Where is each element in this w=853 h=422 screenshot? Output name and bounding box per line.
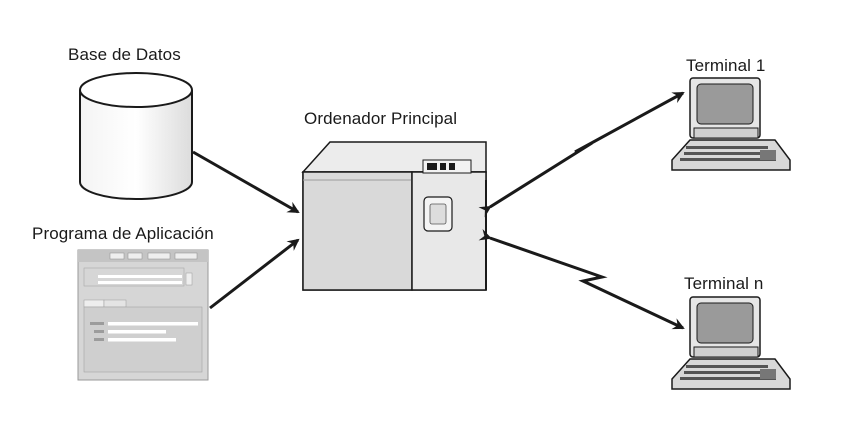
link-mainframe-terminal-1 xyxy=(478,91,685,218)
arrow-program-to-mainframe xyxy=(209,238,300,310)
link-mainframe-terminal-n xyxy=(478,229,685,330)
computer-terminal-icon xyxy=(671,77,791,171)
terminal-n-label: Terminal n xyxy=(684,274,764,293)
computer-terminal-icon xyxy=(671,296,791,390)
mainframe-icon xyxy=(301,141,487,291)
window-screenshot-icon xyxy=(77,249,209,381)
database-label: Base de Datos xyxy=(68,45,181,64)
cylinder-icon xyxy=(79,72,193,200)
app-program-label: Programa de Aplicación xyxy=(32,224,214,243)
terminal-1-label: Terminal 1 xyxy=(686,56,766,75)
arrow-database-to-mainframe xyxy=(192,150,300,214)
main-computer-label: Ordenador Principal xyxy=(304,109,458,128)
